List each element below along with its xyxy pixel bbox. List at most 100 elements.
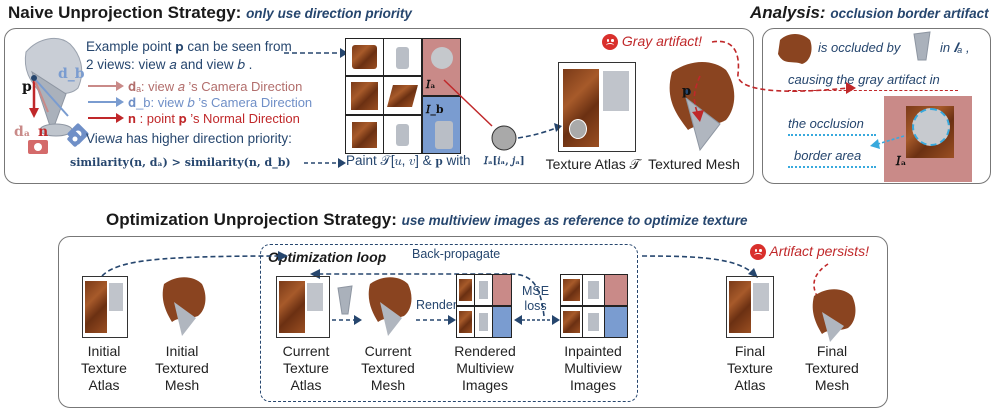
- current-atlas-cone-icon: [337, 285, 353, 315]
- final-mesh: [812, 289, 856, 342]
- analysis-line3: the occlusion: [788, 116, 864, 131]
- atlas-to-mesh-arrow: [332, 315, 362, 325]
- optim-subtitle: use multiview images as reference to opt…: [401, 213, 748, 228]
- occlusion-pointer-arrow: [870, 135, 905, 149]
- naive-title: Naive Unprojection Strategy: only use di…: [8, 3, 412, 23]
- grid-cell: [383, 76, 422, 115]
- analysis-title-text: Analysis:: [750, 3, 826, 22]
- analysis-underline: [788, 90, 958, 91]
- analysis-cloth-icon: [778, 34, 812, 64]
- render-arrow: [416, 315, 456, 325]
- current-mesh: [368, 277, 412, 336]
- grid-cell: [383, 115, 422, 154]
- analysis-dots-1: [788, 134, 876, 136]
- naive-desc-line2: 2 views: view 𝑎 and view 𝑏 .: [86, 57, 253, 72]
- artifact-persists-text: Artifact persists!: [769, 243, 869, 259]
- view-b-label: 𝐼_b: [426, 103, 444, 116]
- naive-desc-line1: Example point 𝐩 can be seen from: [86, 39, 292, 54]
- analysis-dots-2: [788, 166, 876, 168]
- gray-sample-connector: [443, 79, 562, 151]
- artifact-persists-callout: Artifact persists!: [750, 243, 869, 261]
- sad-face-icon: [602, 34, 618, 51]
- desc-to-grid-arrow: [284, 48, 348, 58]
- mesh-label: Textured Mesh: [648, 156, 740, 172]
- legend-arrows: [88, 81, 124, 123]
- final-mesh-label: Final Textured Mesh: [805, 343, 859, 393]
- grid-cell: [345, 38, 384, 76]
- analysis-panel: [762, 28, 991, 184]
- final-atlas-label: Final Texture Atlas: [727, 343, 773, 393]
- naive-title-text: Naive Unprojection Strategy:: [8, 3, 242, 22]
- inpainted-cell: [560, 274, 583, 306]
- legend-da: 𝐝ₐ: view 𝑎 ’s Camera Direction: [128, 79, 303, 94]
- view-b-image: 𝐼_b: [422, 96, 461, 154]
- rendered-multiview: [456, 274, 512, 338]
- initial-atlas-label: Initial Texture Atlas: [81, 343, 127, 393]
- optimization-loop-box: [260, 244, 638, 402]
- label-da: 𝐝ₐ: [14, 124, 31, 140]
- analysis-occlusion-image: 𝐼ₐ: [884, 96, 972, 182]
- formula: similarity(𝐧, 𝐝ₐ) > similarity(𝐧, 𝐝_b): [70, 156, 291, 169]
- optim-title: Optimization Unprojection Strategy: use …: [106, 210, 748, 230]
- final-atlas: [726, 276, 774, 338]
- formula-arrow: [304, 158, 346, 168]
- optim-panel: [58, 236, 888, 408]
- current-mesh-label: Current Textured Mesh: [361, 343, 415, 393]
- priority-text: View𝑎 has higher direction priority:: [86, 131, 292, 146]
- inpainted-view-b: [604, 306, 628, 338]
- priority-camera-icon: [67, 131, 83, 147]
- loop-title: Optimization loop: [268, 249, 387, 265]
- analysis-line2: causing the gray artifact in: [788, 72, 940, 87]
- legend-db: 𝐝_b: view 𝑏 ’s Camera Direction: [128, 95, 313, 110]
- naive-subtitle: only use direction priority: [246, 6, 412, 21]
- naive-panel: [4, 28, 754, 184]
- inpainted-cell: [582, 306, 605, 338]
- loop-to-final-arrow: [641, 255, 758, 278]
- rendered-view-b: [492, 306, 512, 338]
- inpainted-label: Inpainted Multiview Images: [564, 343, 622, 393]
- gray-artifact-callout: Gray artifact!: [602, 33, 703, 51]
- sad-face-icon: [750, 244, 766, 261]
- multiview-grid: 𝐼ₐ 𝐼_b: [345, 38, 461, 154]
- grid-cell: [345, 115, 384, 154]
- rendered-label: Rendered Multiview Images: [454, 343, 516, 393]
- grid-cell: [383, 38, 422, 76]
- inpainted-cell: [560, 306, 583, 338]
- initial-mesh: [162, 277, 206, 336]
- analysis-title: Analysis: occlusion border artifact: [750, 3, 989, 23]
- gray-artifact-text: Gray artifact!: [621, 33, 703, 49]
- analysis-subtitle: occlusion border artifact: [830, 6, 989, 21]
- paint-text: Paint 𝒯[𝑢, 𝑣] & 𝐩 with: [346, 153, 471, 168]
- label-p: 𝐩: [22, 79, 32, 95]
- atlas-label: Texture Atlas 𝒯: [545, 156, 641, 172]
- mse-arrow: [514, 315, 560, 325]
- grid-cell: [345, 76, 384, 115]
- view-a-label: 𝐼ₐ: [426, 78, 436, 91]
- initial-mesh-label: Initial Textured Mesh: [155, 343, 209, 393]
- backprop-label: Back-propagate: [412, 247, 501, 261]
- label-db: 𝐝_b: [58, 66, 85, 82]
- analysis-line4: border area: [794, 148, 862, 163]
- analysis-line1-in: in 𝑰ₐ ,: [940, 40, 970, 55]
- analysis-line1: is occluded by: [818, 40, 901, 55]
- current-atlas-label: Current Texture Atlas: [282, 343, 330, 393]
- current-atlas: [276, 276, 330, 338]
- init-to-current-arrow: [101, 251, 288, 277]
- inpainted-view-a: [604, 274, 628, 306]
- label-n: 𝐧: [38, 124, 49, 140]
- texture-atlas-naive: [558, 62, 636, 152]
- rendered-cell: [474, 306, 493, 338]
- initial-atlas: [82, 276, 128, 338]
- analysis-ia-label: 𝐼ₐ: [896, 154, 907, 168]
- rendered-cell: [456, 274, 475, 306]
- mse-loss-label: MSE loss: [522, 284, 550, 313]
- inpainted-cell: [582, 274, 605, 306]
- rendered-view-a: [492, 274, 512, 306]
- rendered-cell: [474, 274, 493, 306]
- render-label: Render: [416, 298, 457, 312]
- mesh-point-label: 𝐩: [682, 84, 692, 99]
- rendered-cell: [456, 306, 475, 338]
- analysis-cone-icon: [913, 31, 931, 61]
- optim-title-text: Optimization Unprojection Strategy:: [106, 210, 397, 229]
- inpainted-multiview: [560, 274, 628, 338]
